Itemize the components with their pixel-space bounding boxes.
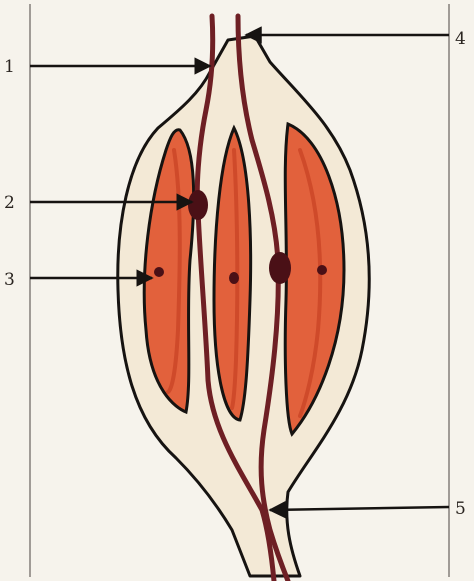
- fiber-3-nucleus: [317, 265, 327, 275]
- nerve-ending-large-right: [269, 252, 291, 284]
- fiber-2-nucleus: [229, 272, 239, 284]
- callout-label-1: 1: [4, 57, 15, 77]
- fiber-1-nucleus: [154, 267, 164, 277]
- nerve-ending-large-left: [188, 190, 208, 220]
- callout-label-2: 2: [4, 193, 15, 213]
- callout-label-4: 4: [455, 29, 466, 49]
- leader-line-5: [270, 507, 449, 510]
- callout-label-5: 5: [455, 499, 466, 519]
- callout-label-3: 3: [4, 270, 15, 290]
